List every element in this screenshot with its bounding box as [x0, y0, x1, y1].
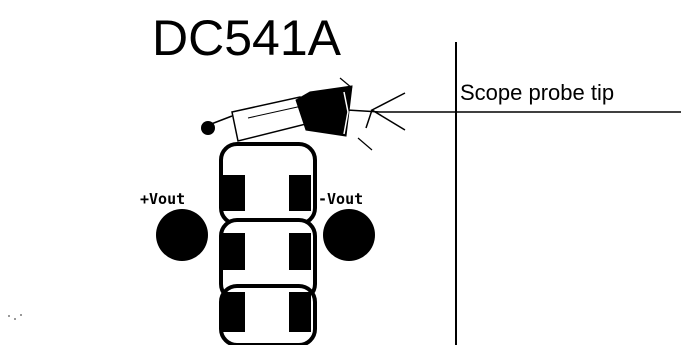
neg-out-terminal	[323, 209, 375, 261]
pos-out-label: +Vout	[140, 190, 185, 208]
pad-left-1	[223, 175, 245, 211]
neg-out-label: -Vout	[318, 190, 363, 208]
pad-left-3	[223, 292, 245, 332]
pad-right-1	[289, 175, 311, 211]
probe-head	[295, 85, 353, 137]
pos-out-terminal	[156, 209, 208, 261]
scope-probe	[201, 77, 373, 156]
pad-right-3	[289, 292, 311, 332]
board-title: DC541A	[152, 10, 342, 66]
solder-pads	[223, 175, 311, 332]
callout-arrow	[346, 92, 406, 131]
pad-left-2	[223, 233, 245, 270]
probe-ground-dot	[201, 121, 215, 135]
callout-label: Scope probe tip	[460, 80, 614, 105]
scan-artifact	[8, 314, 22, 320]
pad-right-2	[289, 233, 311, 270]
probe-barrel	[231, 96, 307, 142]
